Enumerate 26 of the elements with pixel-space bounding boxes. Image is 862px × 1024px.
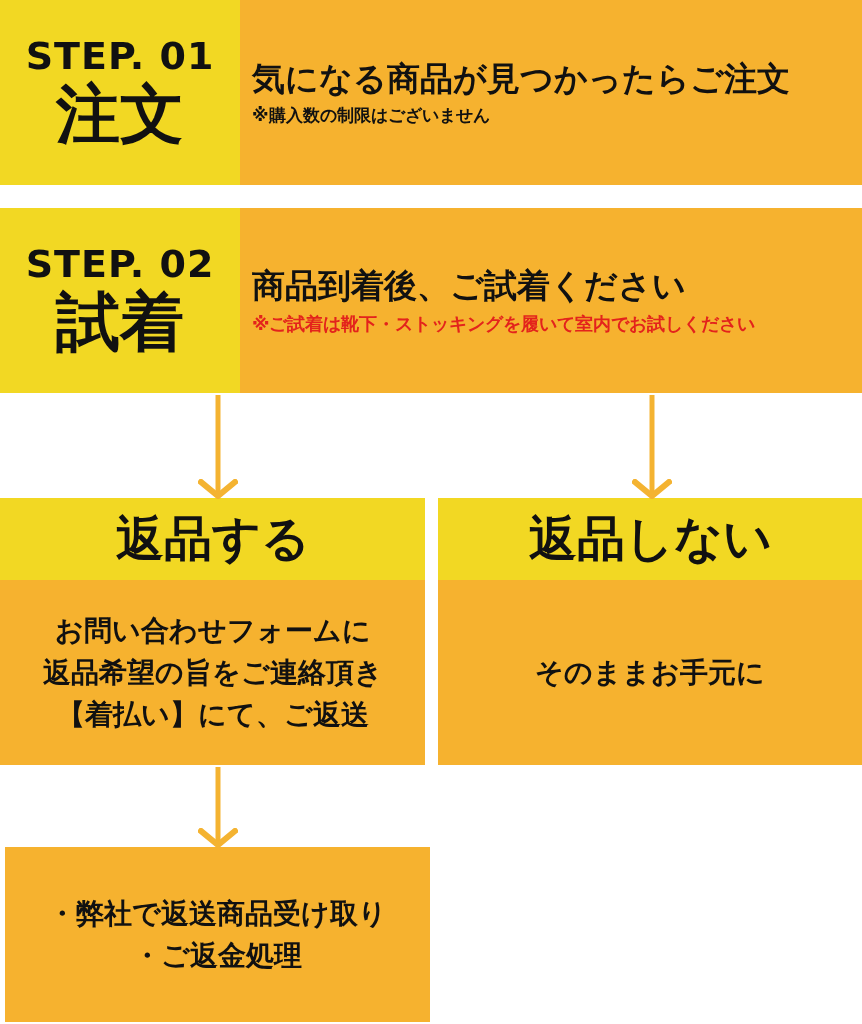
process-box bbox=[0, 580, 425, 765]
down-arrow bbox=[198, 395, 238, 499]
body-text: ・弊社で返送商品受け取り bbox=[48, 895, 387, 932]
step-title: 注文 bbox=[56, 79, 184, 150]
option-header-box bbox=[0, 498, 425, 580]
option-heading: 返品しない bbox=[528, 509, 772, 568]
step-description: 商品到着後、ご試着ください bbox=[252, 265, 686, 308]
note-text: ※ご試着は靴下・ストッキングを履いて室内でお試しください bbox=[252, 311, 756, 336]
down-arrow bbox=[198, 767, 238, 848]
option-heading: 返品する bbox=[115, 509, 310, 568]
note-text: ※購入数の制限はございません bbox=[252, 104, 490, 128]
step-detail-box bbox=[240, 0, 862, 185]
step-detail-box bbox=[240, 208, 862, 393]
down-arrow bbox=[632, 395, 672, 499]
step-title: 試着 bbox=[56, 287, 184, 358]
step-number: STEP. 01 bbox=[25, 35, 215, 80]
body-text: そのままお手元に bbox=[535, 654, 765, 691]
option-header-box bbox=[438, 498, 862, 580]
body-text: お問い合わせフォームに返品希望の旨をご連絡頂き【着払い】にて、ご返送 bbox=[42, 612, 383, 733]
process-box bbox=[438, 580, 862, 765]
step-description: 気になる商品が見つかったらご注文 bbox=[252, 57, 790, 100]
body-text: ・ご返金処理 bbox=[133, 937, 302, 974]
step-label-box bbox=[0, 0, 240, 185]
process-box bbox=[5, 847, 430, 1022]
step-label-box bbox=[0, 208, 240, 393]
step-number: STEP. 02 bbox=[25, 243, 215, 288]
